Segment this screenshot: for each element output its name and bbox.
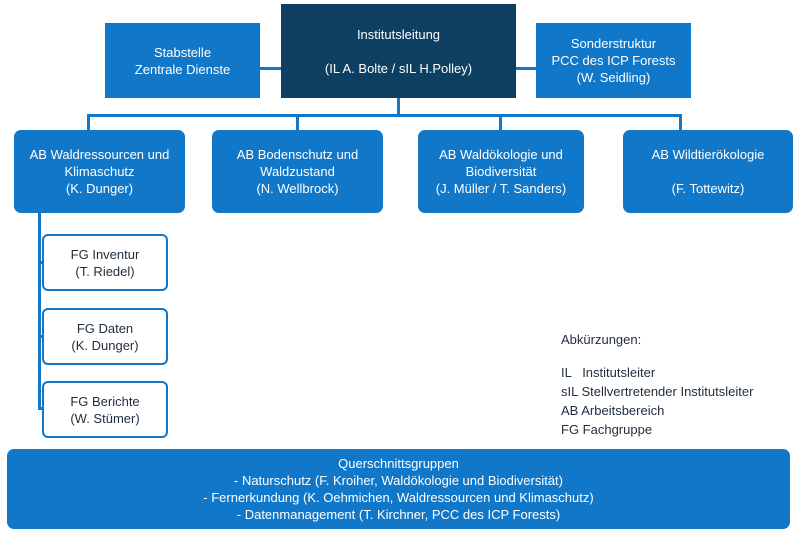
special-line2: PCC des ICP Forests: [551, 53, 676, 68]
connector-group-1: [38, 261, 44, 264]
group-1-line2: (T. Riedel): [75, 263, 135, 279]
connector-special-branch: [516, 67, 536, 70]
connector-director-stem: [397, 98, 400, 116]
cross-group-fernerkundung: - Fernerkundung (K. Oehmichen, Waldresso…: [203, 490, 594, 505]
division-4-line1: AB Wildtierökologie: [651, 147, 765, 162]
group-box-inventur: FG Inventur (T. Riedel): [42, 234, 168, 291]
connector-groups-trunk: [38, 212, 41, 409]
division-box-3: AB Waldökologie und Biodiversität (J. Mü…: [418, 130, 584, 213]
special-box: Sonderstruktur PCC des ICP Forests (W. S…: [536, 23, 691, 98]
group-box-daten: FG Daten (K. Dunger): [42, 308, 168, 365]
division-1-line3: (K. Dunger): [65, 181, 134, 196]
group-3-line2: (W. Stümer): [70, 410, 140, 426]
connector-division-bus: [87, 114, 682, 117]
connector-group-3: [38, 407, 44, 410]
abbreviation-fg: FG Fachgruppe: [561, 422, 653, 437]
connector-division-4-drop: [679, 114, 682, 131]
division-3-line1: AB Waldökologie und: [439, 147, 563, 162]
group-2-line2: (K. Dunger): [71, 337, 139, 353]
connector-group-2: [38, 335, 44, 338]
abbreviation-il: IL Institutsleiter: [561, 365, 656, 380]
division-1-line2: Klimaschutz: [64, 164, 135, 179]
director-people: (IL A. Bolte / sIL H.Polley): [324, 60, 473, 76]
division-4-line3: (F. Tottewitz): [671, 181, 745, 196]
director-box: Institutsleitung (IL A. Bolte / sIL H.Po…: [281, 4, 516, 98]
connector-staff-branch: [260, 67, 281, 70]
division-2-line3: (N. Wellbrock): [256, 181, 339, 196]
division-2-line2: Waldzustand: [260, 164, 335, 179]
connector-division-1-drop: [87, 114, 90, 131]
division-3-line3: (J. Müller / T. Sanders): [435, 181, 567, 196]
group-box-berichte: FG Berichte (W. Stümer): [42, 381, 168, 438]
abbreviations-heading: Abkürzungen:: [561, 332, 642, 347]
abbreviations-list: IL Institutsleiter sIL Stellvertretender…: [561, 363, 753, 439]
group-2-line1: FG Daten: [76, 320, 134, 336]
cross-group-datenmanagement: - Datenmanagement (T. Kirchner, PCC des …: [236, 507, 561, 522]
connector-division-2-drop: [296, 114, 299, 131]
staff-line1: Stabstelle: [153, 44, 212, 60]
cross-groups-title: Querschnittsgruppen: [338, 456, 459, 471]
staff-box: Stabstelle Zentrale Dienste: [105, 23, 260, 98]
division-box-2: AB Bodenschutz und Waldzustand (N. Wellb…: [212, 130, 383, 213]
division-2-line1: AB Bodenschutz und: [236, 147, 359, 162]
division-box-1: AB Waldressourcen und Klimaschutz (K. Du…: [14, 130, 185, 213]
abbreviation-sil: sIL Stellvertretender Institutsleiter: [561, 384, 754, 399]
group-3-line1: FG Berichte: [70, 393, 140, 409]
group-1-line1: FG Inventur: [70, 246, 140, 262]
cross-groups-box: Querschnittsgruppen - Naturschutz (F. Kr…: [7, 449, 790, 529]
division-box-4: AB Wildtierökologie (F. Tottewitz): [623, 130, 793, 213]
division-3-line2: Biodiversität: [465, 164, 537, 179]
special-line3: (W. Seidling): [576, 70, 651, 85]
division-1-line1: AB Waldressourcen und: [29, 147, 170, 162]
special-line1: Sonderstruktur: [570, 36, 657, 51]
staff-line2: Zentrale Dienste: [134, 61, 231, 77]
connector-division-3-drop: [499, 114, 502, 131]
abbreviation-ab: AB Arbeitsbereich: [561, 403, 665, 418]
director-title: Institutsleitung: [356, 26, 441, 42]
cross-group-naturschutz: - Naturschutz (F. Kroiher, Waldökologie …: [234, 473, 563, 488]
